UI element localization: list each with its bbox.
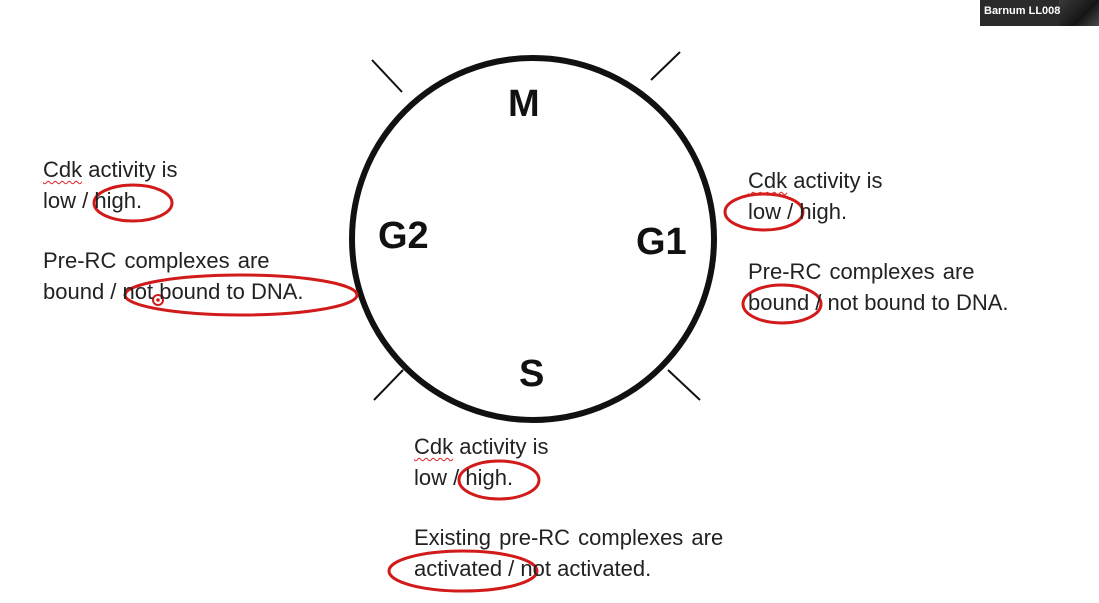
g2-prerc-line2: bound / not bound to DNA. [43, 279, 304, 304]
boundary-tick-g2-m [371, 59, 403, 93]
participant-video-thumbnail[interactable]: Barnum LL008 [980, 0, 1099, 26]
answer-circle-s-activated [387, 549, 539, 593]
s-prerc-line1: Existing pre-RC complexes are [414, 525, 724, 550]
phase-label-m: M [508, 83, 540, 125]
g1-cdk-rest: activity is [787, 168, 883, 193]
g2-cdk-line1: Cdk activity is [43, 154, 177, 185]
s-cdk-line2: low / high. [414, 465, 514, 490]
g2-cdk-rest: activity is [82, 157, 178, 182]
s-cdk-word: Cdk [414, 434, 454, 459]
phase-label-g2: G2 [378, 215, 429, 257]
phase-label-g1: G1 [636, 221, 687, 263]
answer-circle-s-high [457, 459, 541, 501]
camera-feed [1059, 0, 1099, 26]
pen-cursor-marker [152, 294, 164, 306]
g1-cdk-line2: low / high. [748, 199, 848, 224]
s-cdk-line1: Cdk activity is [414, 431, 548, 462]
boundary-tick-m-g1 [650, 51, 681, 81]
participant-name-label: Barnum LL008 [984, 5, 1061, 17]
g2-cdk-word: Cdk [43, 157, 83, 182]
g1-prerc-line1: Pre-RC complexes are [748, 259, 975, 284]
answer-circle-g2-not-bound [123, 273, 359, 317]
answer-circle-g2-high [92, 183, 174, 223]
answer-circle-g1-low [723, 192, 805, 232]
boundary-tick-s-g2 [373, 369, 404, 401]
answer-circle-g1-bound [741, 283, 823, 325]
g1-prerc-line2: bound / not bound to DNA. [748, 290, 1009, 315]
g1-cdk-line1: Cdk activity is [748, 165, 882, 196]
g2-prerc-line1: Pre-RC complexes are [43, 248, 270, 273]
s-prerc-line2: activated / not activated. [414, 556, 652, 581]
cell-cycle-circle [349, 55, 717, 423]
s-cdk-rest: activity is [453, 434, 549, 459]
g2-cdk-line2: low / high. [43, 188, 143, 213]
g1-cdk-word: Cdk [748, 168, 788, 193]
pen-cursor-dot [156, 298, 160, 302]
phase-label-s: S [519, 353, 544, 395]
boundary-tick-g1-s [667, 369, 701, 401]
